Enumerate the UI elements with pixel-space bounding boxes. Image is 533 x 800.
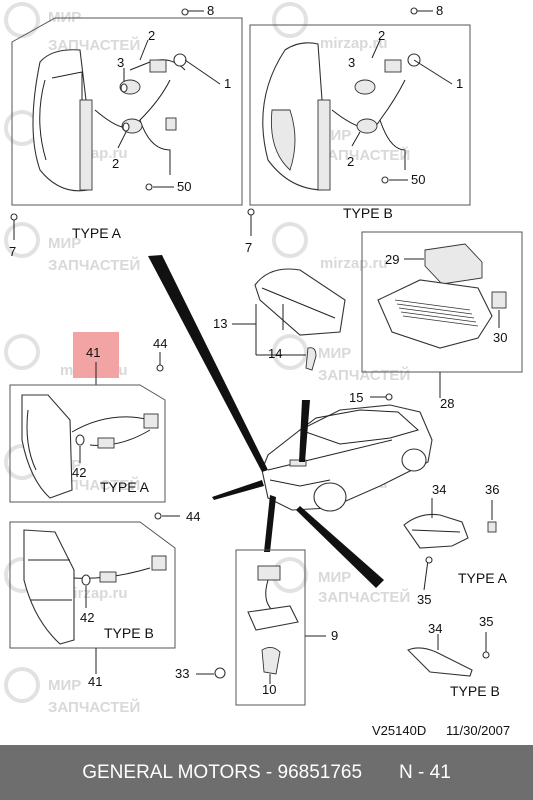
callout-35: 35 [479,614,493,629]
callout-7: 7 [245,240,252,255]
drawing-date: 11/30/2007 [446,723,510,738]
callout-8: 8 [436,3,443,18]
callout-2: 2 [148,28,155,43]
watermark-site: mirzap.ru [320,255,388,272]
callout-30: 30 [493,330,507,345]
footer-page: N - 41 [399,761,451,783]
watermark-line2: ЗАПЧАСТЕЙ [318,366,410,384]
rear-lamp-type-b-group: 8 2 3 1 2 50 7 TYPE B [245,3,471,255]
callout-35: 35 [417,592,431,607]
type-a-label: TYPE A [100,479,150,495]
footer-bar: GENERAL MOTORS - 96851765 N - 41 [0,745,533,800]
callout-8: 8 [207,3,214,18]
center-lamp-group: 13 14 15 [213,268,393,405]
watermark-line2: ЗАПЧАСТЕЙ [48,698,140,716]
callout-2: 2 [347,154,354,169]
callout-41: 41 [86,345,100,360]
callout-34: 34 [428,621,442,636]
watermark-line2: ЗАПЧАСТЕЙ [48,256,140,274]
parts-diagram: МИР ЗАПЧАСТЕЙ mirzap.ru mirzap.ru МИР ЗА… [4,2,523,738]
callout-15: 15 [349,390,363,405]
watermark-line1: МИР [48,235,81,252]
callout-2: 2 [378,28,385,43]
type-b-label: TYPE B [450,683,500,699]
footer-part-number: 96851765 [277,761,363,783]
vehicle-illustration [148,255,433,588]
type-b-label: TYPE B [104,625,154,641]
callout-28: 28 [440,396,454,411]
rear-lamp-type-a-group: 8 2 3 1 2 50 7 TYPE A [9,3,243,259]
drawing-code: V25140D [372,723,426,738]
footer-separator: - [260,761,278,783]
type-a-label: TYPE A [72,225,122,241]
type-a-label: TYPE A [458,570,508,586]
callout-34: 34 [432,482,446,497]
callout-50: 50 [177,179,191,194]
callout-50: 50 [411,172,425,187]
watermark-site: mirzap.ru [320,35,388,52]
watermark-line1: МИР [318,345,351,362]
type-b-label: TYPE B [343,205,393,221]
callout-42: 42 [80,610,94,625]
high-mount-lamp-group: 29 30 28 [361,231,523,411]
callout-44: 44 [153,336,167,351]
lamp-41-type-b-group: 44 42 41 TYPE B [9,509,200,689]
callout-2: 2 [112,156,119,171]
callout-36: 36 [485,482,499,497]
callout-1: 1 [224,76,231,91]
callout-1: 1 [456,76,463,91]
watermark-line2: ЗАПЧАСТЕЙ [318,146,410,164]
callout-33: 33 [175,666,189,681]
callout-14: 14 [268,346,282,361]
callout-3: 3 [348,55,355,70]
callout-13: 13 [213,316,227,331]
callout-44: 44 [186,509,200,524]
watermark-line1: МИР [318,569,351,586]
watermark-line2: ЗАПЧАСТЕЙ [318,588,410,606]
callout-41: 41 [88,674,102,689]
callout-29: 29 [385,252,399,267]
callout-3: 3 [117,55,124,70]
callout-7: 7 [9,244,16,259]
watermark-site: mirzap.ru [60,585,128,602]
callout-42: 42 [72,465,86,480]
callout-9: 9 [331,628,338,643]
watermark-line1: МИР [48,677,81,694]
drawing-reference: V25140D 11/30/2007 [372,723,510,738]
footer-brand: GENERAL MOTORS [82,761,261,783]
callout-10: 10 [262,682,276,697]
license-lamp-group: 9 33 10 [175,549,338,706]
lamp-41-type-a-group: 41 44 42 TYPE A [9,332,167,503]
reflector-group: 34 36 35 TYPE A 34 35 TYPE B [403,482,508,699]
